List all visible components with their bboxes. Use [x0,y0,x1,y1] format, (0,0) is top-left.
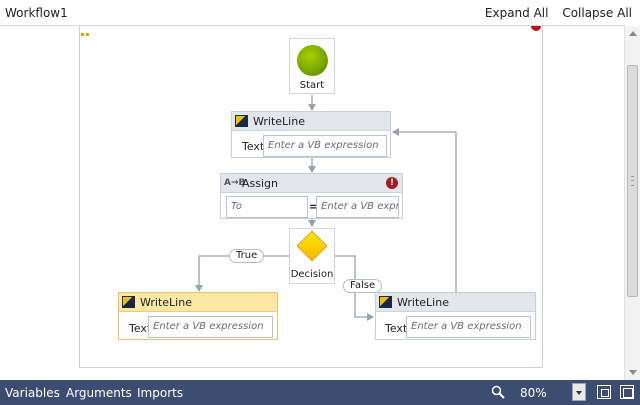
assign-activity[interactable]: A→B Assign ! To = Enter a VB expressio [220,173,403,219]
header-divider [0,25,625,26]
zoom-level: 80% [520,386,547,400]
assign-icon: A→B [224,178,246,188]
equals-sign: = [309,200,319,213]
text-expression-input[interactable]: Enter a VB expression [148,316,273,338]
error-icon[interactable]: ! [386,177,398,189]
scroll-thumb[interactable] [627,65,638,297]
activity-title: Assign [242,177,278,190]
start-label: Start [299,80,325,91]
zoom-dropdown-icon[interactable] [572,383,586,401]
writeline-activity-right[interactable]: WriteLine Text Enter a VB expression [375,292,536,340]
activity-header: WriteLine [119,293,277,312]
text-label: Text [385,322,408,335]
zoom-search-icon[interactable] [491,385,505,399]
activity-title: WriteLine [140,296,192,309]
grip-icon [631,176,634,186]
fit-to-screen-icon[interactable] [597,385,611,399]
activity-header: WriteLine [232,112,390,131]
writeline-icon [235,115,248,127]
vertical-scrollbar[interactable] [624,26,640,380]
designer-status-bar: Variables Arguments Imports 80% [0,380,640,405]
breadcrumb-title[interactable]: Workflow1 [5,6,68,20]
designer-header: Workflow1 Expand All Collapse All [0,0,640,26]
writeline-icon [379,296,392,308]
false-branch-label[interactable]: False [343,279,383,293]
decision-diamond-icon [296,230,328,262]
text-expression-input[interactable]: Enter a VB expression [263,135,387,157]
value-expression-input[interactable]: Enter a VB expressio [316,196,399,218]
expand-all-link[interactable]: Expand All [484,6,549,20]
text-expression-input[interactable]: Enter a VB expression [406,316,531,338]
start-node[interactable]: Start [289,38,335,94]
header-links: Expand All Collapse All [475,6,632,20]
imports-tab[interactable]: Imports [137,386,184,400]
scroll-down-icon[interactable] [629,370,637,375]
decision-node[interactable]: Decision [289,228,335,284]
writeline-activity-left[interactable]: WriteLine Text Enter a VB expression [118,292,278,340]
to-input[interactable]: To [226,196,308,218]
variables-tab[interactable]: Variables [5,386,60,400]
writeline-activity-top[interactable]: WriteLine Text Enter a VB expression [231,111,391,158]
collapse-all-link[interactable]: Collapse All [562,6,632,20]
activity-title: WriteLine [397,296,449,309]
text-label: Text [129,322,152,335]
arguments-tab[interactable]: Arguments [66,386,132,400]
text-label: Text [242,140,265,153]
flowchart-grip-icon [81,26,93,36]
activity-header: A→B Assign ! [221,174,402,193]
writeline-icon [122,296,135,308]
flowchart-error-icon [531,26,541,31]
activity-title: WriteLine [253,115,305,128]
connector-loop-back [392,128,457,293]
activity-header: WriteLine [376,293,535,312]
start-circle-icon [297,45,328,76]
decision-label: Decision [290,269,334,280]
scroll-up-icon[interactable] [629,31,637,36]
true-branch-label[interactable]: True [229,249,265,263]
reset-zoom-icon[interactable] [620,385,634,399]
